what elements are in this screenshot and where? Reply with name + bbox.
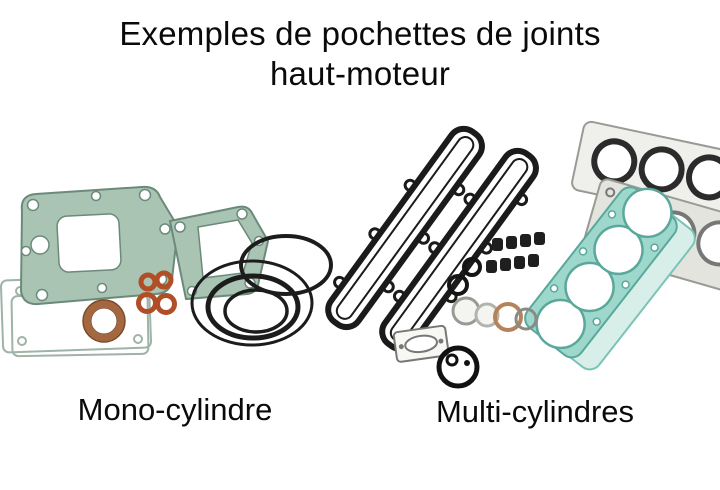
valve-cover-gasket-1 (325, 125, 485, 331)
page-title-line2: haut-moteur (269, 55, 451, 93)
small-black-orings (447, 257, 482, 296)
page-title-line1: Exemples de pochettes de joints (119, 15, 601, 52)
washers (451, 296, 538, 332)
multi-cylinder-gasket-photo (325, 120, 720, 389)
copper-washer (82, 299, 126, 343)
valve-stem-seals (486, 232, 545, 273)
page-title: Exemples de pochettes de joints haut-mot… (0, 14, 720, 95)
teal-head-gasket (524, 186, 696, 371)
black-rubber-rings (190, 234, 333, 347)
cylinder-base-gasket (19, 185, 180, 306)
port-plate-gasket (392, 324, 450, 363)
shaft-seal-ring (436, 345, 480, 389)
mono-cylinder-gasket-photo (0, 185, 333, 358)
mono-cylinder-label: Mono-cylindre (77, 392, 273, 427)
orange-orings (136, 270, 177, 315)
multi-cylinder-label: Multi-cylindres (435, 394, 635, 429)
